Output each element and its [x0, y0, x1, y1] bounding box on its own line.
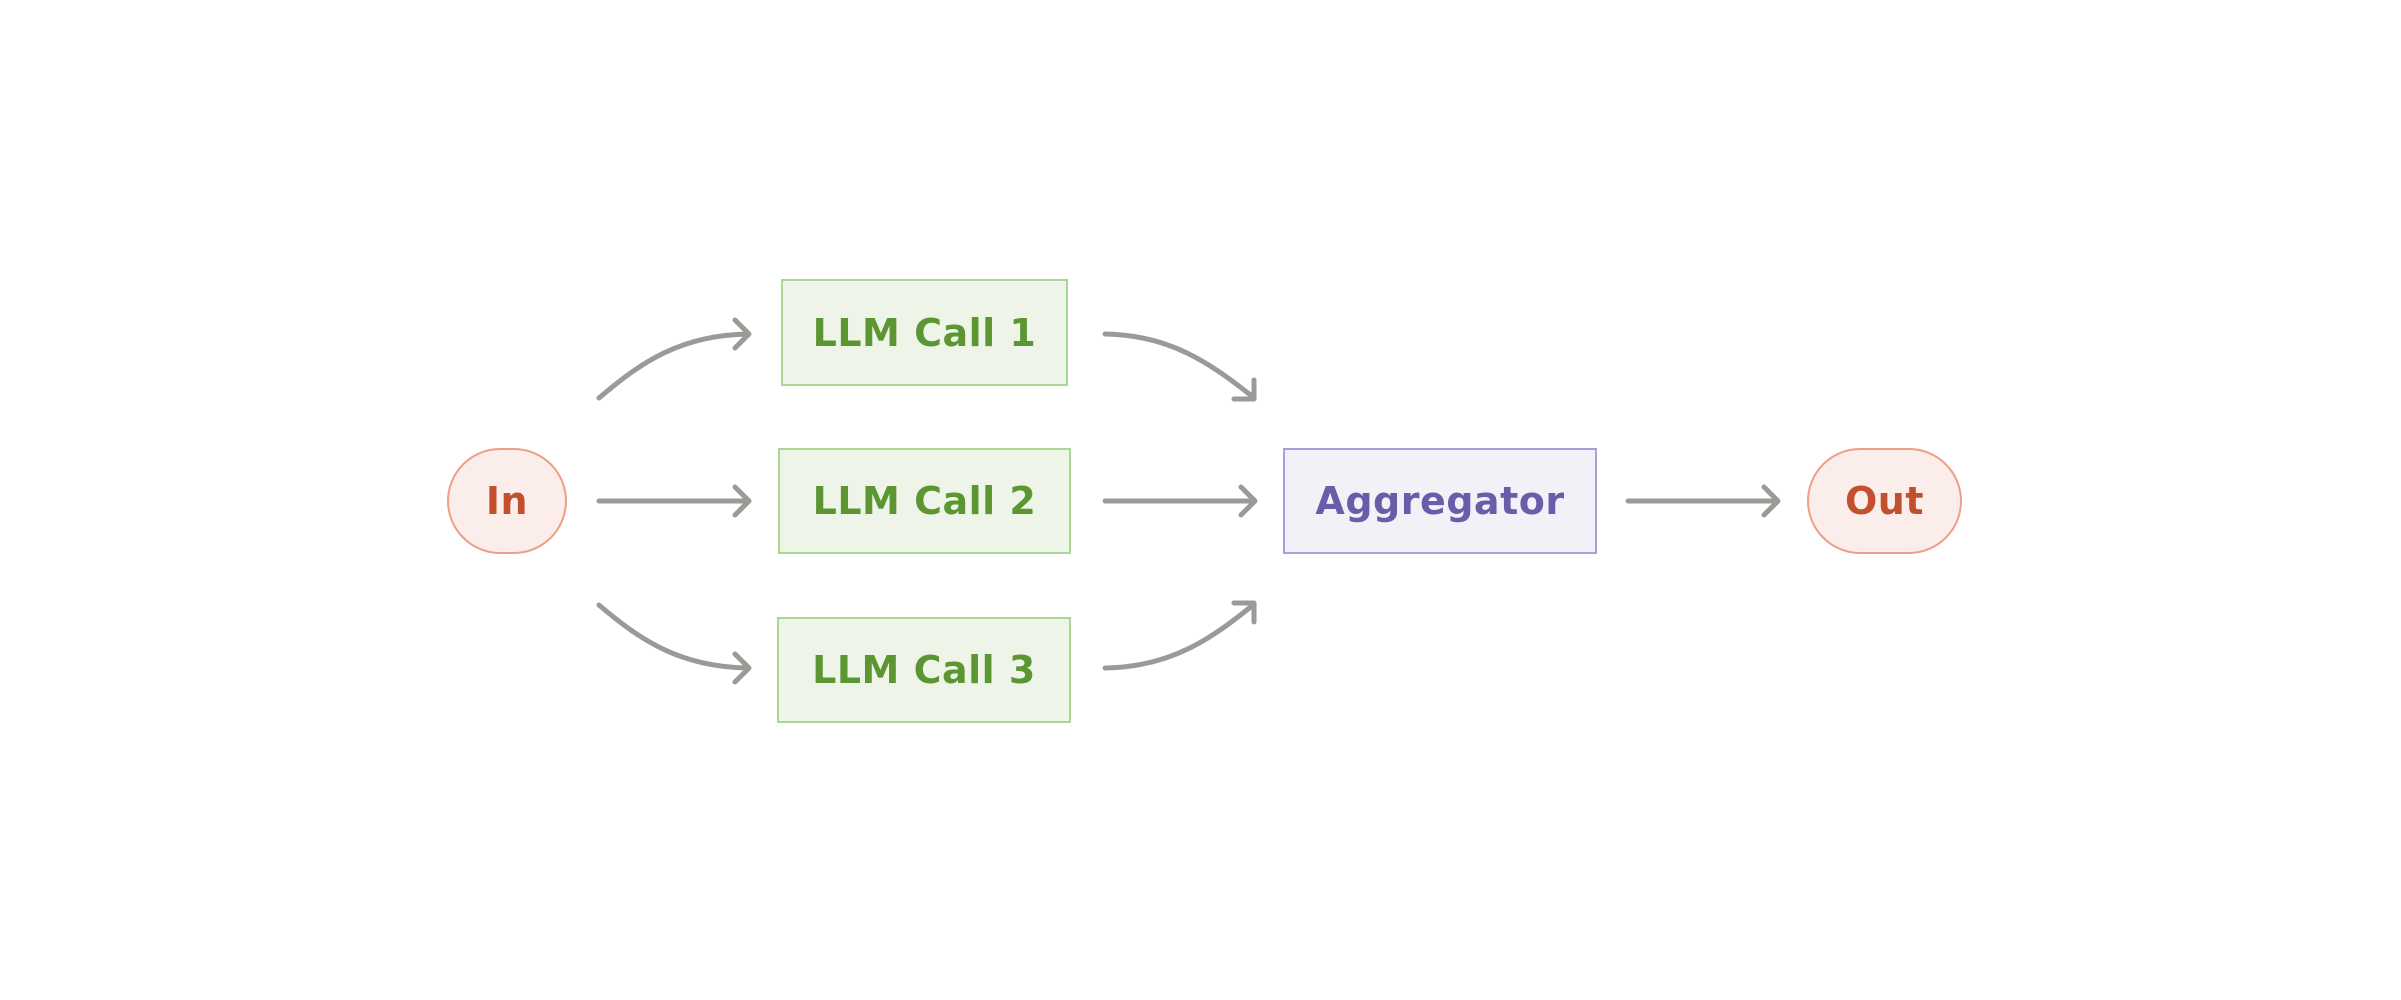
edge-llm-call-3-to-aggregator: [1102, 600, 1257, 671]
edge-aggregator-to-out: [1625, 484, 1781, 518]
aggregator-node: Aggregator: [1283, 448, 1597, 554]
llm-call-1-node: LLM Call 1: [781, 279, 1068, 386]
edge-in-to-llm-call-2: [596, 484, 752, 518]
edge-in-to-llm-call-1: [596, 317, 752, 401]
llm-call-3-node: LLM Call 3: [777, 617, 1071, 723]
llm-call-2-node: LLM Call 2: [778, 448, 1071, 554]
edge-llm-call-1-to-aggregator: [1102, 331, 1257, 402]
output-node: Out: [1807, 448, 1962, 554]
edge-llm-call-2-to-aggregator: [1102, 484, 1258, 518]
edge-in-to-llm-call-3: [596, 602, 752, 685]
input-node: In: [447, 448, 567, 554]
